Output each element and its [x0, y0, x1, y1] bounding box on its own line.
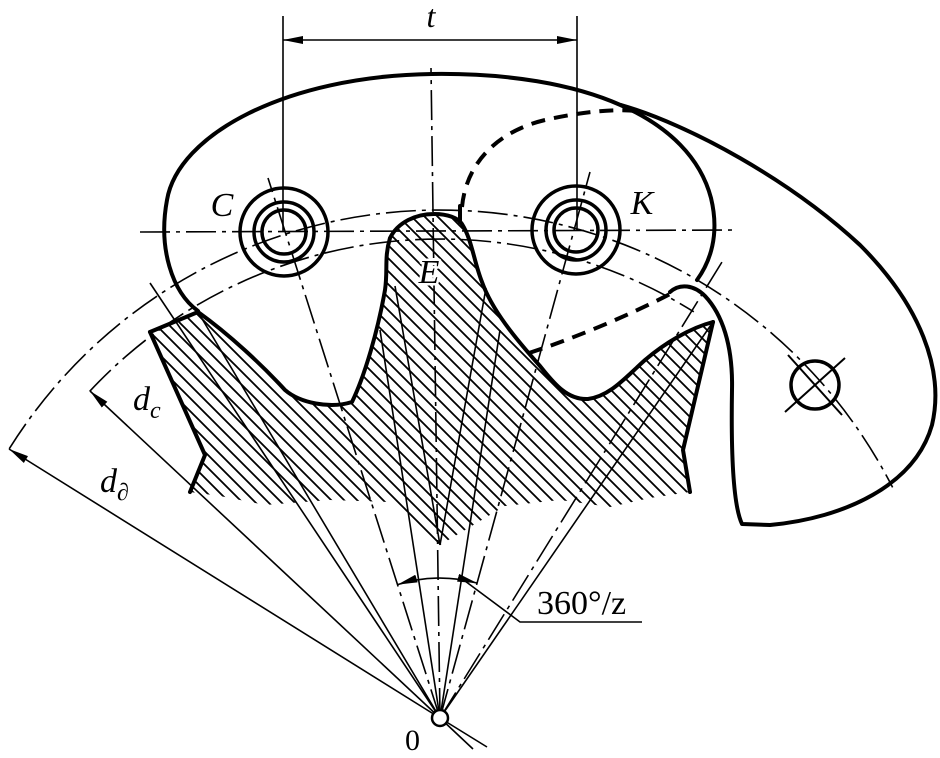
radial-line-center-right [439, 329, 501, 719]
hidden-line-lower [528, 291, 673, 355]
crossed-hole-circle [789, 359, 841, 411]
roller-k-label: K [630, 185, 656, 222]
diameter-d-symbol: d [100, 463, 118, 500]
roller-k-outer-ring [530, 184, 622, 276]
diameter-c-dimension-line [89, 390, 441, 719]
sprocket-section-hatch [150, 214, 713, 545]
roller-c-label: C [211, 187, 234, 224]
crossed-hole-line-b [787, 354, 843, 416]
crossed-hole [784, 354, 846, 416]
roller-c [238, 186, 330, 278]
sprocket-left-break-edge [148, 330, 207, 494]
diameter-d-subscript: ∂ [117, 480, 129, 506]
center-axis-vertical [430, 67, 441, 719]
roller-c-radial-axis [267, 177, 441, 719]
hidden-line-upper [460, 108, 644, 208]
diameter-d-dimension-line [8, 448, 441, 719]
chain-axis-horizontal [139, 229, 734, 233]
bent-link-outline [619, 103, 938, 527]
right-radial-axis [439, 261, 723, 719]
pitch-circle-arc [8, 209, 894, 488]
radial-line-left-outer [149, 282, 441, 719]
roller-c-middle-ring [252, 200, 316, 264]
diameter-c-subscript: c [150, 398, 161, 424]
tooth-label: E [418, 254, 440, 291]
roller-k [530, 184, 622, 276]
roller-c-inner-ring [260, 208, 308, 256]
diameter-c-symbol: d [133, 381, 151, 418]
sprocket-tooth-profile [148, 212, 715, 407]
pitch-label: t [427, 0, 437, 34]
angular-pitch-label: 360°/z [537, 585, 626, 622]
roller-k-middle-ring [544, 198, 608, 262]
roller-k-inner-ring [552, 206, 600, 254]
center-point-label: 0 [405, 724, 420, 757]
chain-link-outline [162, 71, 717, 313]
center-point-circle [430, 708, 450, 728]
radial-line-right-tooth [439, 321, 714, 719]
diameter-c-label: dc [133, 381, 161, 424]
tooth-flank-line-right [439, 287, 487, 546]
radial-line-left-tooth [197, 311, 441, 719]
tooth-flank-line-left [394, 285, 441, 546]
sprocket-right-break-edge [681, 320, 715, 494]
radial-line-center-left [379, 329, 441, 719]
roller-k-radial-axis [439, 171, 591, 719]
roller-c-outer-ring [238, 186, 330, 278]
diameter-d-label: d∂ [100, 463, 129, 506]
angular-pitch-leader [464, 580, 642, 623]
